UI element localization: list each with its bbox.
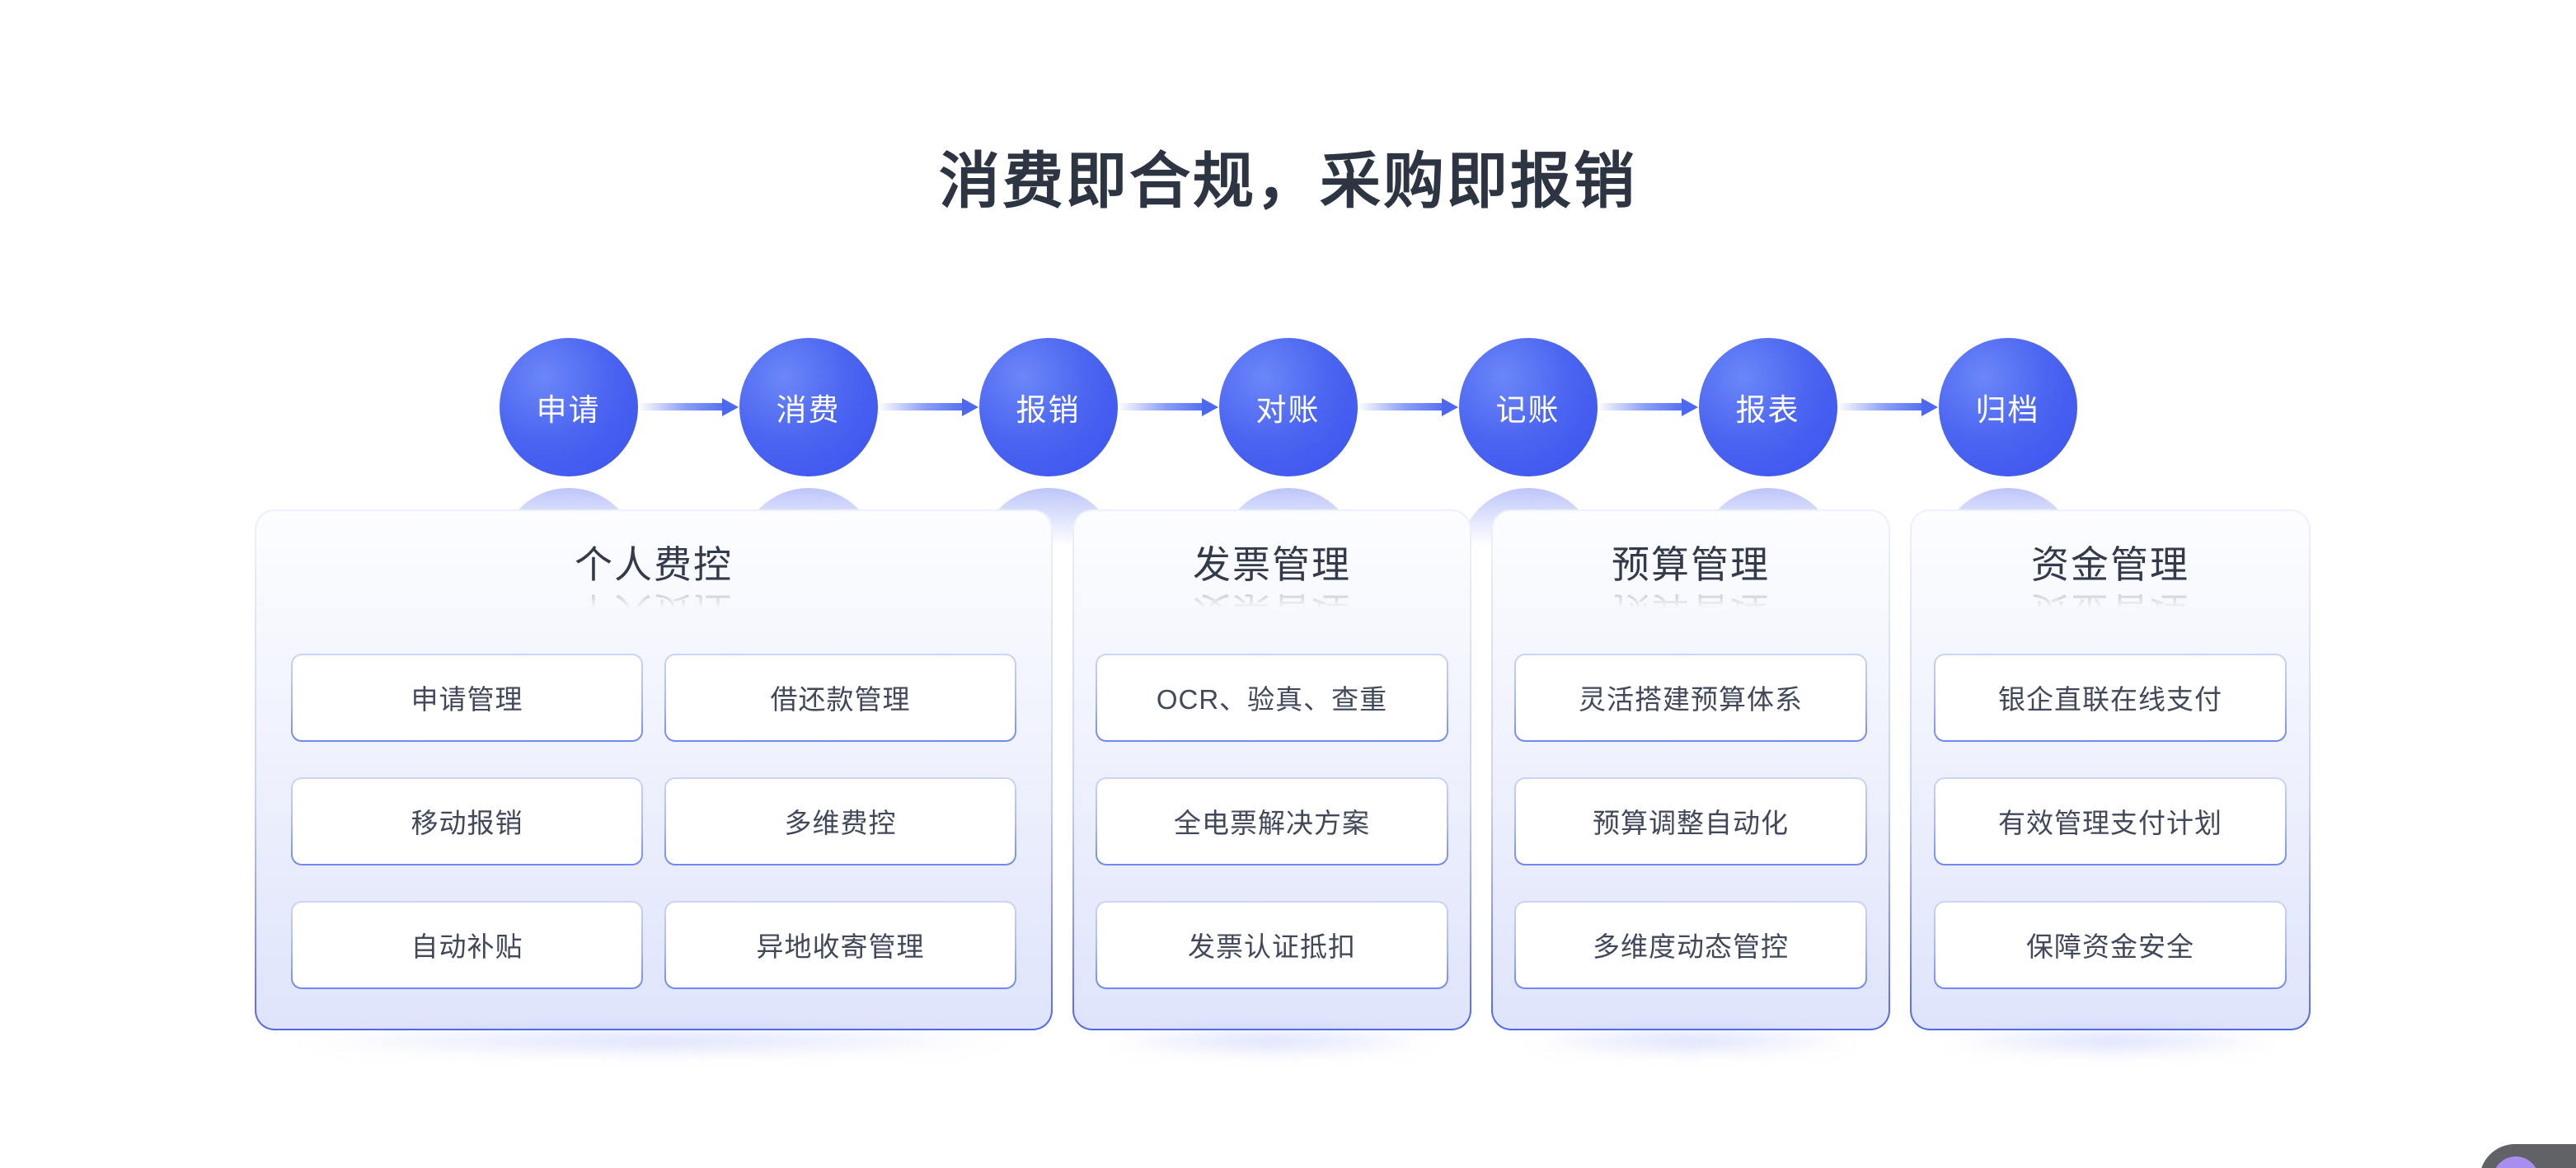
feature-item: 全电票解决方案 bbox=[1096, 776, 1448, 865]
flow-arrow-icon bbox=[1358, 338, 1459, 476]
flow-step-6: 报表 bbox=[1698, 338, 1837, 476]
page-title: 消费即合规，采购即报销 bbox=[939, 147, 1637, 215]
card-items: OCR、验真、查重全电票解决方案发票认证抵扣 bbox=[1096, 653, 1448, 989]
flow-step-7: 归档 bbox=[1938, 338, 2077, 476]
feature-item: OCR、验真、查重 bbox=[1096, 653, 1448, 742]
flow-step-1: 申请 bbox=[499, 338, 638, 476]
feature-item: 多维度动态管控 bbox=[1514, 900, 1867, 989]
flow-arrow-icon bbox=[878, 338, 979, 476]
feature-card-3: 预算管理灵活搭建预算体系预算调整自动化多维度动态管控 bbox=[1491, 509, 1890, 1030]
feature-item: 自动补贴 bbox=[291, 900, 643, 989]
feature-item: 申请管理 bbox=[291, 653, 643, 742]
flow-step-2: 消费 bbox=[739, 338, 878, 476]
chat-label: 在线咨询 bbox=[2550, 1161, 2576, 1168]
chat-widget[interactable]: 在线咨询 bbox=[2480, 1144, 2576, 1168]
feature-item: 移动报销 bbox=[291, 776, 643, 865]
flow-arrow-icon bbox=[638, 338, 739, 476]
card-items: 申请管理借还款管理移动报销多维费控自动补贴异地收寄管理 bbox=[291, 653, 1016, 989]
feature-item: 异地收寄管理 bbox=[664, 900, 1016, 989]
feature-item: 发票认证抵扣 bbox=[1096, 900, 1448, 989]
feature-cards: 个人费控申请管理借还款管理移动报销多维费控自动补贴异地收寄管理 发票管理 OCR、验… bbox=[255, 509, 2311, 1030]
flow-step-3: 报销 bbox=[978, 338, 1118, 476]
feature-card-4: 资金管理银企直联在线支付有效管理支付计划保障资金安全 bbox=[1910, 509, 2311, 1030]
feature-item: 保障资金安全 bbox=[1934, 900, 2287, 989]
chat-avatar bbox=[2493, 1156, 2539, 1168]
feature-card-2: 发票管理 OCR、验真、查重全电票解决方案发票认证抵扣 bbox=[1072, 509, 1471, 1030]
flow-step-5: 记账 bbox=[1458, 338, 1598, 476]
feature-item: 灵活搭建预算体系 bbox=[1514, 653, 1867, 742]
flow-arrow-icon bbox=[1598, 338, 1699, 476]
feature-item: 多维费控 bbox=[664, 776, 1016, 865]
feature-item: 预算调整自动化 bbox=[1514, 776, 1867, 865]
flow-step-4: 对账 bbox=[1218, 338, 1358, 476]
flow-arrow-icon bbox=[1118, 338, 1219, 476]
card-items: 银企直联在线支付有效管理支付计划保障资金安全 bbox=[1934, 653, 2287, 989]
card-title: 预算管理 bbox=[1612, 543, 1770, 586]
card-title: 发票管理 bbox=[1193, 543, 1351, 586]
feature-item: 借还款管理 bbox=[664, 653, 1016, 742]
feature-item: 有效管理支付计划 bbox=[1934, 776, 2287, 865]
card-items: 灵活搭建预算体系预算调整自动化多维度动态管控 bbox=[1514, 653, 1867, 989]
feature-card-1: 个人费控申请管理借还款管理移动报销多维费控自动补贴异地收寄管理 bbox=[255, 509, 1053, 1030]
feature-item: 银企直联在线支付 bbox=[1934, 653, 2287, 742]
process-flow: 申请消费报销对账记账报表归档 bbox=[0, 338, 2576, 476]
flow-arrow-icon bbox=[1837, 338, 1939, 476]
card-title: 资金管理 bbox=[2031, 543, 2189, 586]
card-title: 个人费控 bbox=[575, 543, 733, 586]
